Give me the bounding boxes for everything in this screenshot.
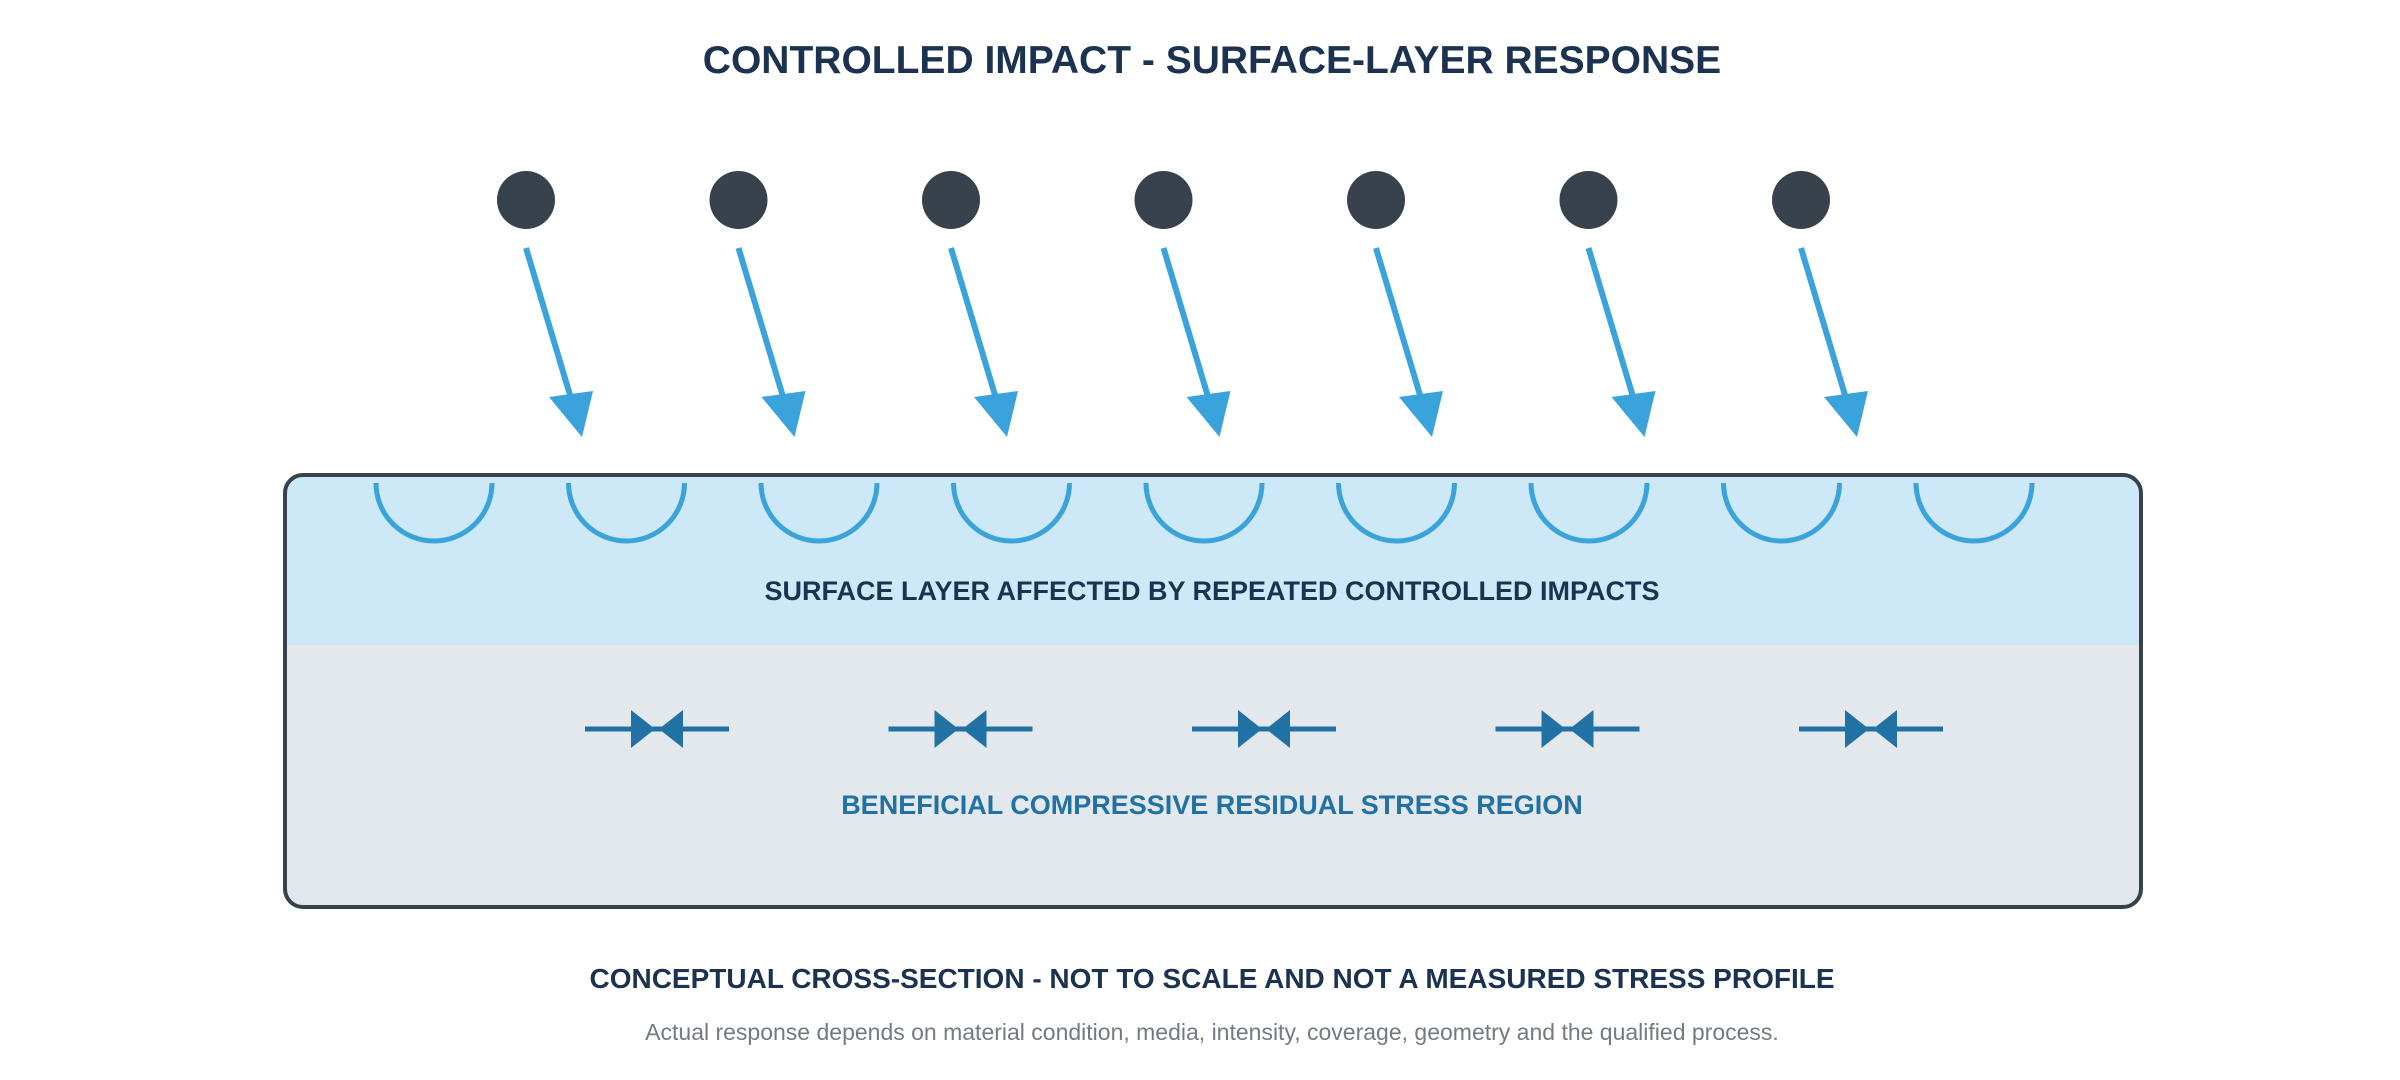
impact-unit — [922, 171, 1018, 437]
impact-dimple-icon — [373, 482, 495, 544]
compressive-stress-arrows-icon — [1799, 710, 1943, 748]
diagram-title: CONTROLLED IMPACT - SURFACE-LAYER RESPON… — [703, 39, 1721, 82]
impact-direction-arrow-icon — [1160, 247, 1231, 437]
shot-media-ball-icon — [1134, 171, 1193, 229]
diagram-note: Actual response depends on material cond… — [645, 1019, 1779, 1045]
surface-layer-label: SURFACE LAYER AFFECTED BY REPEATED CONTR… — [764, 576, 1659, 606]
shot-media-ball-icon — [497, 171, 555, 229]
impact-unit — [709, 171, 806, 437]
compressive-stress-arrows-icon — [585, 710, 729, 748]
impact-unit — [1134, 171, 1231, 437]
material-block — [283, 473, 2143, 909]
impact-unit — [1559, 171, 1656, 437]
impact-direction-arrow-icon — [1798, 247, 1868, 437]
compressive-stress-arrows-icon — [1495, 710, 1640, 748]
shot-media-ball-icon — [1559, 171, 1618, 229]
shot-media-ball-icon — [1347, 171, 1405, 229]
stress-region-label: BENEFICIAL COMPRESSIVE RESIDUAL STRESS R… — [841, 790, 1583, 820]
block-outline — [283, 473, 2143, 909]
impact-unit — [1347, 171, 1443, 437]
diagram-caption: CONCEPTUAL CROSS-SECTION - NOT TO SCALE … — [589, 963, 1834, 994]
shot-media-ball-icon — [922, 171, 980, 229]
impact-dimples-group — [373, 482, 2035, 544]
impact-dimple-icon — [1913, 482, 2035, 544]
impact-unit — [497, 171, 593, 437]
impact-direction-arrow-icon — [523, 247, 593, 437]
impact-unit — [1772, 171, 1868, 437]
compressive-stress-arrows-icon — [1192, 710, 1336, 748]
impact-direction-arrow-icon — [1373, 247, 1443, 437]
shot-media-ball-icon — [709, 171, 768, 229]
impact-dimple-icon — [951, 482, 1072, 544]
impact-dimple-icon — [758, 482, 880, 544]
impact-dimple-icon — [1143, 482, 1265, 544]
impact-dimple-icon — [1336, 482, 1457, 544]
impact-direction-arrow-icon — [735, 247, 806, 437]
compressive-stress-markers-group — [585, 710, 1943, 748]
compressive-stress-arrows-icon — [888, 710, 1033, 748]
impact-direction-arrow-icon — [948, 247, 1018, 437]
impact-media-group — [497, 171, 1868, 437]
impact-dimple-icon — [1528, 482, 1650, 544]
surface-layer — [285, 475, 2141, 645]
impact-direction-arrow-icon — [1585, 247, 1656, 437]
impact-dimple-icon — [566, 482, 687, 544]
impact-dimple-icon — [1721, 482, 1842, 544]
shot-media-ball-icon — [1772, 171, 1830, 229]
